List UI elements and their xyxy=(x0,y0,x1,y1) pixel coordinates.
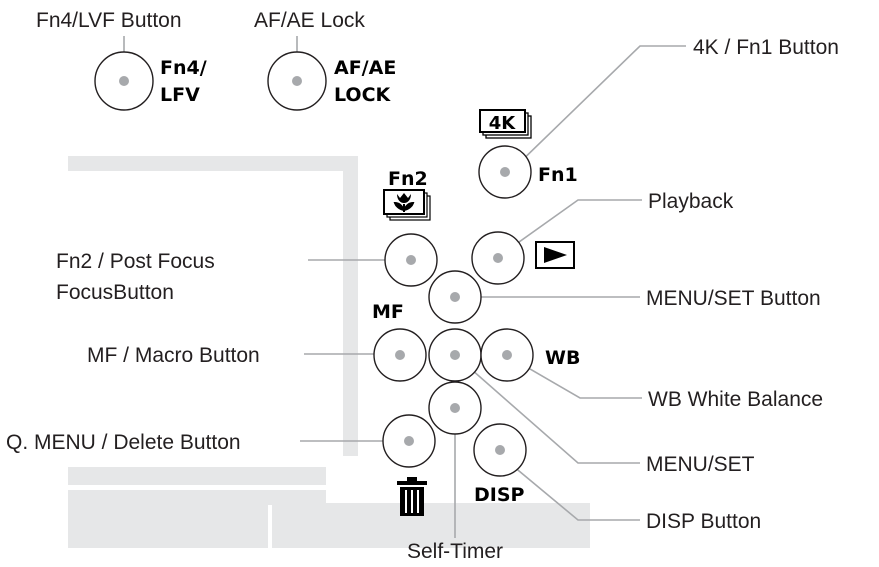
label-fn2-line1: Fn2 / Post Focus xyxy=(56,250,215,273)
macro-flower-icon xyxy=(383,189,431,221)
menu-set-button-center[interactable] xyxy=(428,328,482,382)
mf-button-text: MF xyxy=(372,301,404,323)
label-self-timer: Self-Timer xyxy=(407,540,503,563)
fn2-post-focus-button[interactable] xyxy=(384,233,438,287)
wb-button-text: WB xyxy=(545,347,580,369)
mf-macro-button[interactable] xyxy=(373,328,427,382)
label-4k-fn1: 4K / Fn1 Button xyxy=(693,36,839,59)
4k-badge-text: 4K xyxy=(489,113,517,134)
fn4-button-text-line2: LFV xyxy=(160,84,200,106)
af-ae-lock-text-line1: AF/AE xyxy=(334,57,396,79)
label-fn4-lvf: Fn4/LVF Button xyxy=(36,9,182,32)
fn1-4k-button[interactable] xyxy=(478,145,532,199)
trash-icon xyxy=(397,477,427,516)
label-fn2-line2: FocusButton xyxy=(56,281,174,304)
fn4-button-text-line1: Fn4/ xyxy=(160,57,207,79)
label-playback: Playback xyxy=(648,190,734,213)
play-icon xyxy=(535,241,575,269)
label-menu-set: MENU/SET xyxy=(646,453,755,476)
playback-button[interactable] xyxy=(471,231,525,285)
self-timer-button[interactable] xyxy=(428,381,482,435)
fn2-button-text: Fn2 xyxy=(388,168,428,190)
fn1-button-text: Fn1 xyxy=(538,164,578,186)
fn4-lvf-button[interactable] xyxy=(94,51,154,111)
camera-body xyxy=(68,156,590,548)
label-mf-macro: MF / Macro Button xyxy=(87,344,260,367)
af-ae-lock-button[interactable] xyxy=(267,51,327,111)
label-menu-set-button: MENU/SET Button xyxy=(646,287,821,310)
label-disp-button: DISP Button xyxy=(646,510,761,533)
af-ae-lock-text-line2: LOCK xyxy=(334,84,392,106)
label-q-menu-delete: Q. MENU / Delete Button xyxy=(6,431,241,454)
menu-set-button-top[interactable] xyxy=(428,270,482,324)
4k-badge-icon: 4K xyxy=(479,109,532,139)
wb-button[interactable] xyxy=(480,328,534,382)
label-wb-white-balance: WB White Balance xyxy=(648,388,823,411)
disp-button-text: DISP xyxy=(474,484,525,506)
label-af-ae-lock: AF/AE Lock xyxy=(254,9,365,32)
q-menu-delete-button[interactable] xyxy=(382,414,436,468)
disp-button[interactable] xyxy=(473,423,527,477)
